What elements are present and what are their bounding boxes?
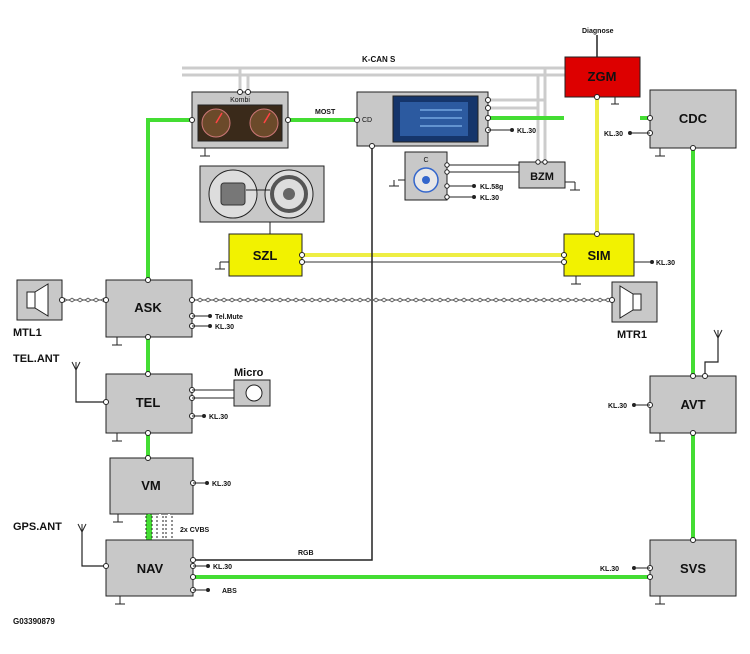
mtl1-speaker[interactable]: MTL1	[13, 279, 65, 339]
svs-label: SVS	[680, 561, 706, 576]
kombi-label: Kombi	[230, 97, 250, 104]
mtl1-label: MTL1	[13, 327, 42, 339]
szl-module[interactable]: SZL	[215, 233, 305, 277]
nav-module[interactable]: NAV KL.30 ABS RGB	[103, 539, 314, 605]
ask-telmute-label: Tel.Mute	[215, 314, 243, 321]
mtr1-label: MTR1	[617, 329, 647, 341]
kcan-label: K-CAN S	[362, 55, 396, 64]
svs-module[interactable]: SVS KL.30	[600, 537, 737, 605]
rgb-wire	[193, 144, 373, 561]
cd-kl30-label: KL.30	[517, 128, 536, 135]
ask-label: ASK	[134, 300, 162, 315]
vm-kl30-label: KL.30	[212, 481, 231, 488]
mtr1-speaker[interactable]: MTR1	[609, 281, 658, 341]
microphone[interactable]: Micro	[192, 367, 271, 407]
bzm-label: BZM	[530, 171, 554, 183]
tel-antenna: TEL.ANT	[13, 353, 81, 372]
nav-abs-label: ABS	[222, 588, 237, 595]
tel-kl30-label: KL.30	[209, 414, 228, 421]
micro-label: Micro	[234, 367, 264, 379]
controller-module[interactable]: C KL.58g KL.30	[389, 151, 519, 202]
vm-label: VM	[141, 478, 161, 493]
nav-kl30-label: KL.30	[213, 564, 232, 571]
avt-kl30-label: KL.30	[608, 403, 627, 410]
gps-ant-label: GPS.ANT	[13, 521, 62, 533]
most-label: MOST	[315, 109, 336, 116]
svs-kl30-label: KL.30	[600, 566, 619, 573]
bzm-module[interactable]: BZM	[518, 159, 580, 191]
tel-module[interactable]: TEL KL.30	[103, 371, 229, 442]
mtr1-speaker-wire	[192, 296, 612, 304]
ask-module[interactable]: ASK Tel.Mute KL.30	[103, 277, 243, 346]
cvbs-cables: 2x CVBS	[145, 513, 210, 541]
zgm-label: ZGM	[588, 69, 617, 84]
controller-label: C	[423, 157, 428, 164]
cdc-label: CDC	[679, 111, 708, 126]
most-bus	[146, 116, 695, 579]
gps-antenna: GPS.ANT	[13, 521, 87, 534]
tel-label: TEL	[136, 395, 161, 410]
kcan-bus	[182, 66, 565, 162]
ask-kl30-label: KL.30	[215, 324, 234, 331]
nav-label: NAV	[137, 561, 164, 576]
cdc-module[interactable]: CDC KL.30	[604, 89, 737, 157]
antenna-wires	[75, 338, 719, 567]
cdc-kl30-label: KL.30	[604, 131, 623, 138]
avt-label: AVT	[680, 397, 705, 412]
cvbs-label: 2x CVBS	[180, 527, 210, 534]
szl-label: SZL	[253, 248, 278, 263]
figure-id: G03390879	[13, 617, 55, 626]
zgm-module[interactable]: ZGM	[564, 56, 641, 105]
steering-wheel-image	[199, 165, 325, 234]
vm-module[interactable]: VM KL.30	[109, 455, 231, 523]
kombi-module[interactable]: Kombi MOST	[189, 89, 336, 157]
sim-module[interactable]: SIM KL.30	[561, 231, 676, 285]
byteflight-bus	[302, 98, 599, 257]
avt-module[interactable]: AVT KL.30	[608, 329, 737, 442]
sim-label: SIM	[587, 248, 610, 263]
sim-kl30-label: KL.30	[656, 260, 675, 267]
diagnose-label: Diagnose	[582, 28, 614, 35]
cd-module[interactable]: CD KL.30	[354, 91, 537, 149]
controller-kl30-label: KL.30	[480, 195, 499, 202]
controller-kl58g-label: KL.58g	[480, 184, 503, 191]
mtl1-speaker-wire	[62, 296, 106, 304]
cd-label: CD	[362, 117, 372, 124]
rgb-label: RGB	[298, 550, 314, 557]
tel-ant-label: TEL.ANT	[13, 353, 60, 365]
